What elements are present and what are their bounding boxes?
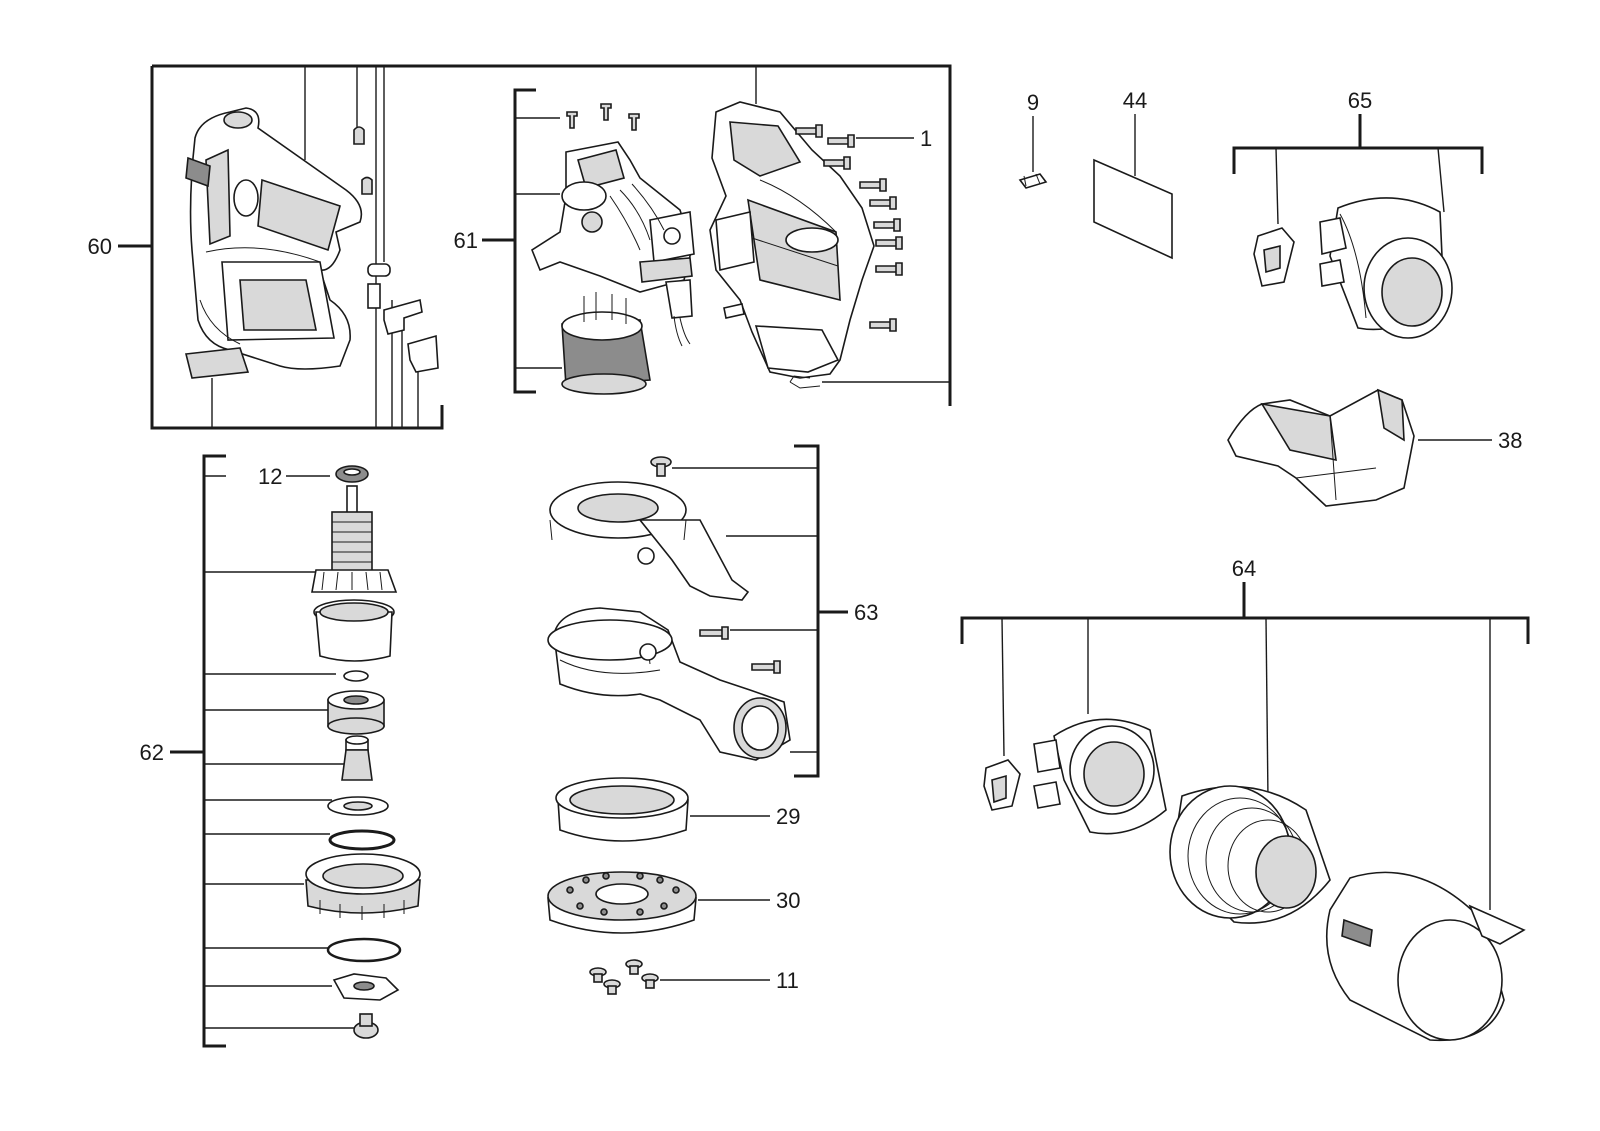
- dust-adapter-part: [1319, 197, 1453, 339]
- callout-44: 44: [1123, 88, 1147, 113]
- callout-63: 63: [854, 600, 878, 625]
- assembly-65: 65: [1232, 88, 1484, 339]
- electronics-module-part: [531, 141, 695, 347]
- part-9: 9: [1018, 90, 1048, 189]
- part-11: 11: [589, 959, 799, 995]
- lower-housing-part: [547, 607, 791, 761]
- part-38: 38: [1227, 388, 1522, 507]
- label-plate-part: [185, 347, 250, 379]
- part-30: 30: [547, 871, 800, 934]
- filter-part: [1169, 785, 1331, 924]
- callout-12: 12: [258, 464, 282, 489]
- latch-part: [983, 759, 1021, 811]
- pin-part: [353, 126, 365, 145]
- rotor-fan-part: [311, 485, 398, 662]
- washer-part: [343, 670, 369, 682]
- part-29: 29: [555, 777, 800, 842]
- bearing-housing-part: [305, 853, 421, 920]
- callout-65: 65: [1348, 88, 1372, 113]
- housing-right-part: [709, 101, 875, 379]
- callout-30: 30: [776, 888, 800, 913]
- screw-set: [566, 103, 640, 131]
- callout-38: 38: [1498, 428, 1522, 453]
- part-44: 44: [1093, 88, 1173, 260]
- housing-screw-set: [723, 124, 903, 389]
- assembly-64: 64: [960, 556, 1530, 1042]
- assembly-63: 63: [547, 444, 878, 778]
- screw-part: [650, 456, 672, 477]
- callout-9: 9: [1027, 90, 1039, 115]
- terminal-part: [407, 334, 439, 373]
- eccentric-part: [341, 735, 373, 781]
- assembly-62: 62 12: [140, 454, 421, 1048]
- callout-64: 64: [1232, 556, 1256, 581]
- dust-canister-part: [1325, 871, 1526, 1042]
- callout-1: 1: [920, 126, 932, 151]
- terminal-part: [383, 298, 423, 335]
- logo-mark: [1341, 918, 1373, 948]
- ball-bearing-part: [327, 690, 385, 735]
- callout-62: 62: [140, 740, 164, 765]
- callout-11: 11: [776, 968, 799, 993]
- spacer-part: [367, 283, 381, 309]
- assembly-61: 61: [454, 66, 950, 395]
- seal-ring-part: [326, 937, 402, 963]
- screw-set: [699, 626, 781, 674]
- callout-61: 61: [454, 228, 478, 253]
- canister-adapter-part: [1033, 718, 1167, 835]
- pin-part: [361, 176, 373, 195]
- roller-part: [367, 263, 391, 277]
- assembly-60: 60: [88, 64, 952, 430]
- retaining-ring-part: [328, 829, 396, 851]
- nut-part: [332, 973, 400, 1001]
- callout-60: 60: [88, 234, 112, 259]
- screw-part: [353, 1013, 379, 1039]
- housing-half-part: [185, 107, 363, 370]
- callout-29: 29: [776, 804, 800, 829]
- stator-part: [561, 292, 651, 395]
- cover-part: [549, 481, 750, 601]
